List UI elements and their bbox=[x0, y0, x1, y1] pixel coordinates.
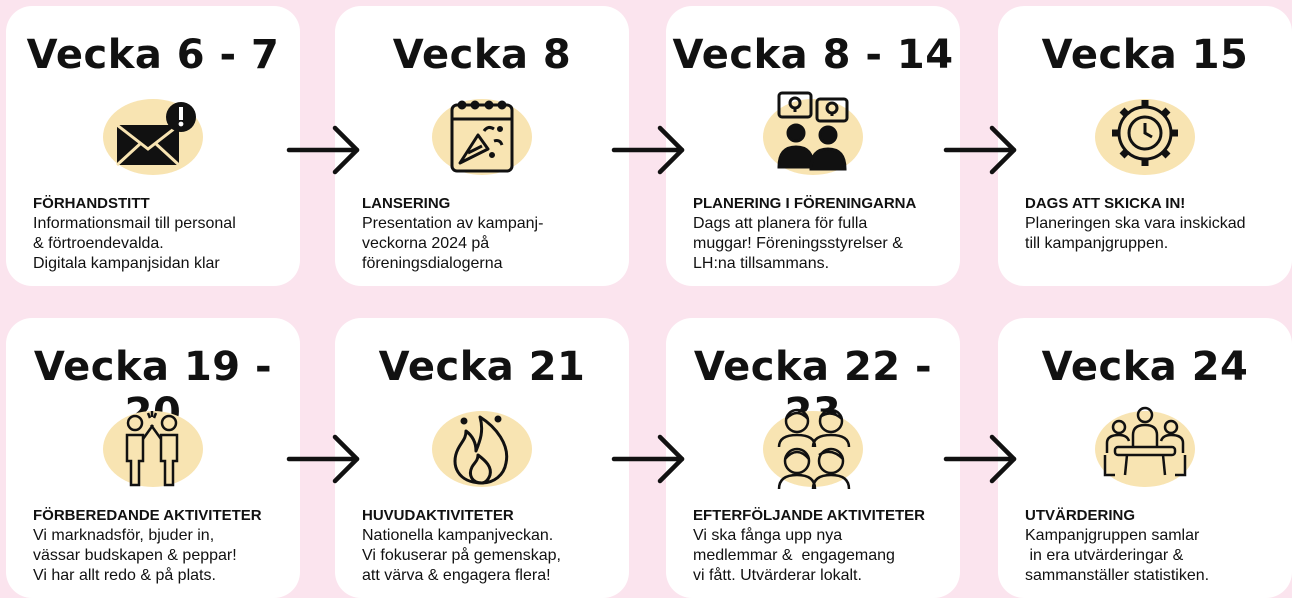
week-label: Vecka 6 - 7 bbox=[26, 32, 280, 78]
card-description: Vi marknadsför, bjuder in, vässar budska… bbox=[33, 527, 237, 584]
timeline-card-vecka-15: Vecka 15 DAGS ATT SKICKA IN! Planeringen… bbox=[998, 6, 1292, 286]
arrow-right-icon bbox=[286, 125, 360, 175]
timeline-card-vecka-22-23: Vecka 22 - 23 EFTERFÖLJANDE AKTIVITETER … bbox=[666, 318, 960, 598]
calendar-party-icon bbox=[422, 91, 542, 186]
card-description: Presentation av kampanj- veckorna 2024 p… bbox=[362, 215, 544, 272]
high-five-icon bbox=[93, 403, 213, 498]
meeting-table-icon bbox=[1085, 403, 1205, 498]
people-ideas-icon bbox=[753, 91, 873, 186]
fire-icon bbox=[422, 403, 542, 498]
timeline-card-vecka-8: Vecka 8 LANSERING Presentation av kampan… bbox=[335, 6, 629, 286]
card-heading: HUVUDAKTIVITETER bbox=[362, 507, 514, 524]
card-description: Informationsmail till personal & förtroe… bbox=[33, 215, 236, 272]
card-description: Vi ska fånga upp nya medlemmar & engagem… bbox=[693, 527, 895, 584]
group-people-icon bbox=[753, 403, 873, 498]
card-heading: FÖRBEREDANDE AKTIVITETER bbox=[33, 507, 262, 524]
arrow-right-icon bbox=[611, 125, 685, 175]
timeline-card-vecka-21: Vecka 21 HUVUDAKTIVITETER Nationella kam… bbox=[335, 318, 629, 598]
card-description: Dags att planera för fulla muggar! Fören… bbox=[693, 215, 903, 272]
week-label: Vecka 15 bbox=[1041, 32, 1249, 78]
card-description: Kampanjgruppen samlar in era utvärdering… bbox=[1025, 527, 1210, 584]
week-label: Vecka 8 bbox=[392, 32, 572, 78]
envelope-alert-icon bbox=[93, 91, 213, 186]
arrow-right-icon bbox=[943, 434, 1017, 484]
arrow-right-icon bbox=[611, 434, 685, 484]
arrow-right-icon bbox=[286, 434, 360, 484]
card-heading: DAGS ATT SKICKA IN! bbox=[1025, 195, 1186, 212]
week-label: Vecka 8 - 14 bbox=[672, 32, 954, 78]
gear-clock-icon bbox=[1085, 91, 1205, 186]
timeline-card-vecka-24: Vecka 24 UTVÄRDERING Kampanjgruppen saml… bbox=[998, 318, 1292, 598]
card-heading: UTVÄRDERING bbox=[1025, 507, 1136, 524]
card-heading: EFTERFÖLJANDE AKTIVITETER bbox=[693, 507, 925, 524]
week-label: Vecka 21 bbox=[378, 344, 586, 390]
card-heading: FÖRHANDSTITT bbox=[33, 195, 150, 212]
timeline-card-vecka-19-20: Vecka 19 - 20 FÖRBEREDANDE AKTIVITETER V… bbox=[6, 318, 300, 598]
arrow-right-icon bbox=[943, 125, 1017, 175]
card-description: Planeringen ska vara inskickad till kamp… bbox=[1025, 215, 1246, 252]
week-label: Vecka 24 bbox=[1041, 344, 1249, 390]
card-heading: PLANERING I FÖRENINGARNA bbox=[693, 195, 917, 212]
timeline-card-vecka-8-14: Vecka 8 - 14 PLANERING I FÖRENINGARNA Da… bbox=[666, 6, 960, 286]
card-description: Nationella kampanjveckan. Vi fokuserar p… bbox=[362, 527, 561, 584]
card-heading: LANSERING bbox=[362, 195, 451, 212]
timeline-card-vecka-6-7: Vecka 6 - 7 FÖRHANDSTITT Informationsmai… bbox=[6, 6, 300, 286]
